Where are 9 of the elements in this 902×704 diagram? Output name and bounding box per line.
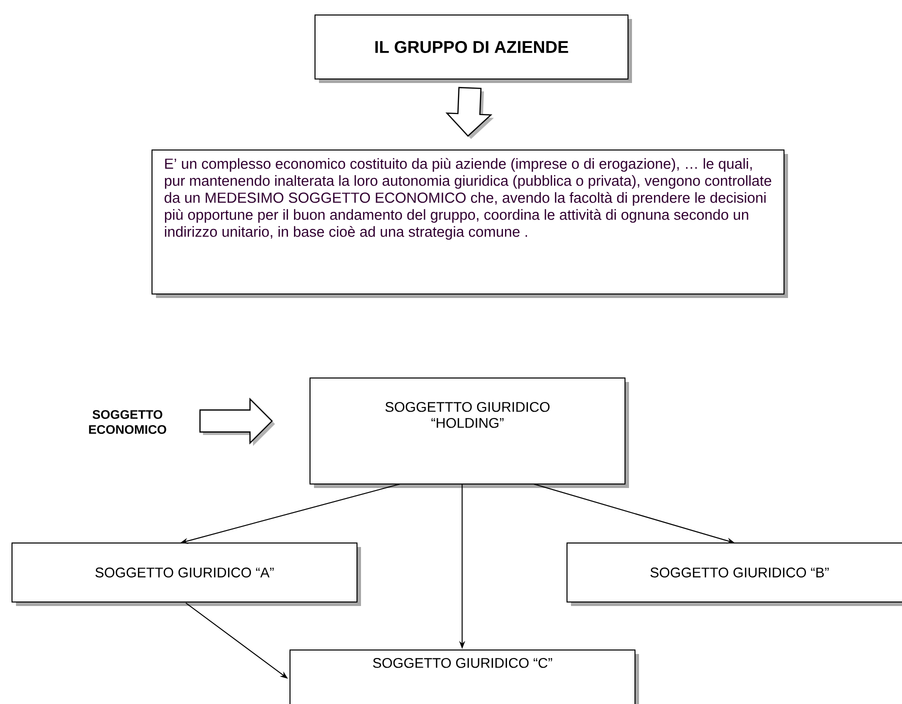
- definition-box: E’ un complesso economico costituito da più aziende (imprese o di erogazione), … le quali, pur mantenendo inalterata la loro autonomia giuridica (pubblica o privata), vengono controllate da un MEDESIMO SOGGETTO ECONOMICO che, avendo la facoltà di prendere le decisioni più opportune per il buon andamento del gruppo, coordina le attività di ognuna secondo un indirizzo unitario, in base cioè ad una strategia comune .: [152, 150, 788, 298]
- entity-box: SOGGETTO GIURIDICO “C”: [290, 650, 639, 704]
- title-box: IL GRUPPO DI AZIENDE: [314, 14, 632, 83]
- entity-box: SOGGETTO GIURIDICO “A”: [12, 542, 361, 606]
- block-arrow: [199, 398, 275, 446]
- label-text: SOGGETTO ECONOMICO: [89, 410, 166, 434]
- block-arrow: [445, 86, 494, 139]
- entity-box: SOGGETTO GIURIDICO “B”: [566, 542, 902, 606]
- entity-box: SOGGETTTO GIURIDICO “HOLDING”: [310, 378, 629, 488]
